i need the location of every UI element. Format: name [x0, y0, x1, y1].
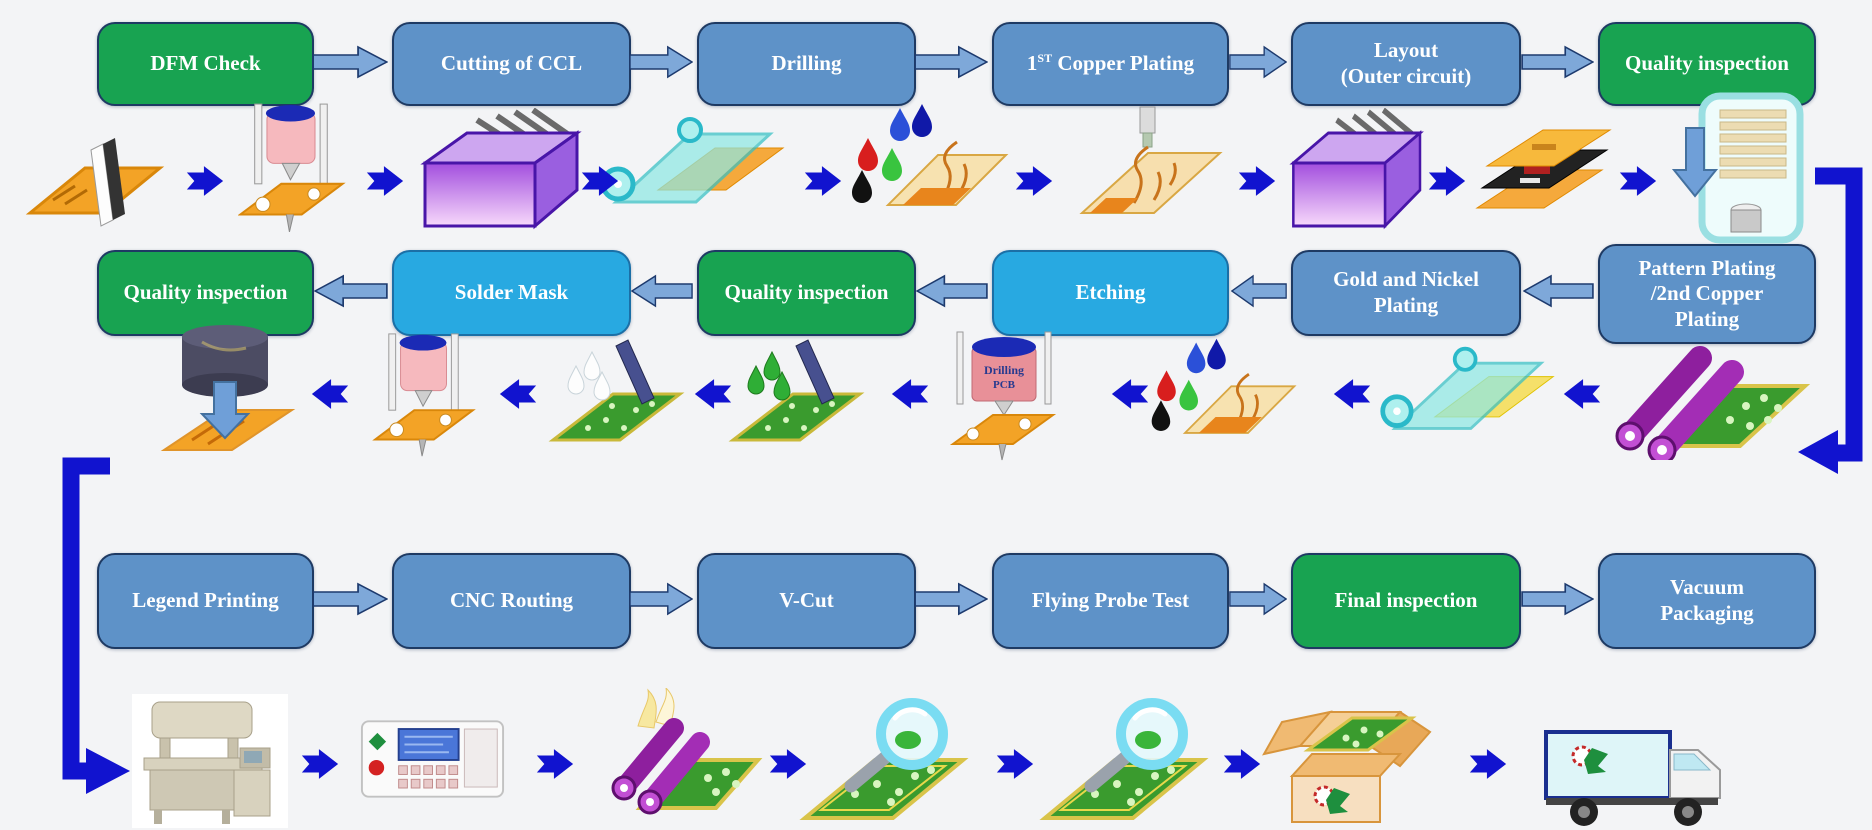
process-box-quality-inspection-2: Quality inspection: [697, 250, 916, 336]
legend-printer-illustration: [130, 692, 290, 830]
block-arrow-right: [629, 45, 693, 79]
flow-arrow-left: [890, 378, 930, 410]
flow-arrow-right: [768, 748, 808, 780]
flow-arrow-right: [1618, 165, 1658, 197]
flow-arrow-right: [580, 165, 620, 197]
process-box-quality-inspection-1: Quality inspection: [1598, 22, 1816, 106]
flow-arrow-right: [535, 748, 575, 780]
block-arrow-right: [629, 582, 693, 616]
process-box-cutting-ccl: Cutting of CCL: [392, 22, 631, 106]
flow-arrow-left: [1562, 378, 1602, 410]
process-box-legend-printing: Legend Printing: [97, 553, 314, 649]
block-arrow-right: [1521, 582, 1594, 616]
block-arrow-left: [631, 274, 693, 308]
flow-arrow-right: [300, 748, 340, 780]
etching-squeegee-illustration: [728, 338, 866, 456]
process-box-v-cut: V-Cut: [697, 553, 916, 649]
cutting-machine-illustration: [415, 108, 583, 230]
probe-test-panel-illustration: [360, 705, 505, 813]
svg-text:PCB: PCB: [993, 379, 1016, 391]
drilling-can-machine-illustration: Drilling PCB: [945, 322, 1067, 464]
plating-rollers-illustration: [1598, 328, 1810, 460]
hot-rollers-pcb-illustration: [598, 688, 763, 826]
flow-arrow-right: [185, 165, 225, 197]
process-box-drilling: Drilling: [697, 22, 916, 106]
flow-arrow-right: [995, 748, 1035, 780]
process-box-solder-mask: Solder Mask: [392, 250, 631, 336]
magnifier-inspection-illustration: [1035, 690, 1213, 830]
inspection-machine-illustration: [1672, 92, 1804, 244]
packaging-box-illustration: [1262, 688, 1437, 830]
block-arrow-right: [1229, 45, 1287, 79]
process-box-final-inspection: Final inspection: [1291, 553, 1521, 649]
flow-arrow-left: [310, 378, 350, 410]
flow-arrow-left: [693, 378, 733, 410]
delivery-truck-illustration: [1540, 712, 1736, 830]
process-box-quality-inspection-3: Quality inspection: [97, 250, 314, 336]
block-arrow-right: [914, 45, 988, 79]
elbow-connector-left-down: [52, 446, 144, 806]
block-arrow-left: [314, 274, 388, 308]
flow-arrow-right: [803, 165, 843, 197]
flow-arrow-right: [1427, 165, 1467, 197]
flow-arrow-right: [1222, 748, 1262, 780]
ink-drops-pcb-illustration: [1148, 335, 1298, 445]
process-box-etching: Etching: [992, 250, 1229, 336]
process-box-cnc-routing: CNC Routing: [392, 553, 631, 649]
copper-clad-laminate-illustration: [25, 128, 165, 236]
laminate-roll-illustration: [598, 112, 788, 214]
block-arrow-right: [312, 45, 388, 79]
solder-mask-squeegee-illustration: [548, 338, 686, 456]
cutting-machine-illustration: [1285, 108, 1425, 230]
press-machine-illustration: [152, 322, 302, 462]
drilling-machine-illustration: [238, 100, 346, 238]
flow-arrow-right: [365, 165, 405, 197]
ink-drops-pcb-illustration: [848, 100, 1010, 218]
block-arrow-left: [1523, 274, 1594, 308]
svg-text:Drilling: Drilling: [984, 363, 1024, 377]
flow-arrow-left: [498, 378, 538, 410]
flow-arrow-left: [1332, 378, 1372, 410]
block-arrow-right: [312, 582, 388, 616]
flow-arrow-right: [1468, 748, 1508, 780]
block-arrow-left: [1231, 274, 1287, 308]
magnifier-inspection-illustration: [795, 690, 973, 830]
flow-arrow-left: [1110, 378, 1150, 410]
process-box-first-copper-plating: 1ST Copper Plating: [992, 22, 1229, 106]
laminate-roll-illustration: [1378, 342, 1558, 440]
process-box-layout-outer: Layout(Outer circuit): [1291, 22, 1521, 106]
elbow-connector-right-down: [1790, 158, 1872, 480]
layer-stack-illustration: [1462, 108, 1612, 228]
flow-arrow-right: [1237, 165, 1277, 197]
block-arrow-right: [1521, 45, 1594, 79]
pcb-with-drill-head-illustration: [1072, 105, 1230, 225]
block-arrow-left: [916, 274, 988, 308]
process-box-flying-probe-test: Flying Probe Test: [992, 553, 1229, 649]
block-arrow-right: [914, 582, 988, 616]
flow-arrow-right: [1014, 165, 1054, 197]
process-box-dfm-check: DFM Check: [97, 22, 314, 106]
block-arrow-right: [1229, 582, 1287, 616]
drilling-machine-illustration: [372, 330, 477, 462]
